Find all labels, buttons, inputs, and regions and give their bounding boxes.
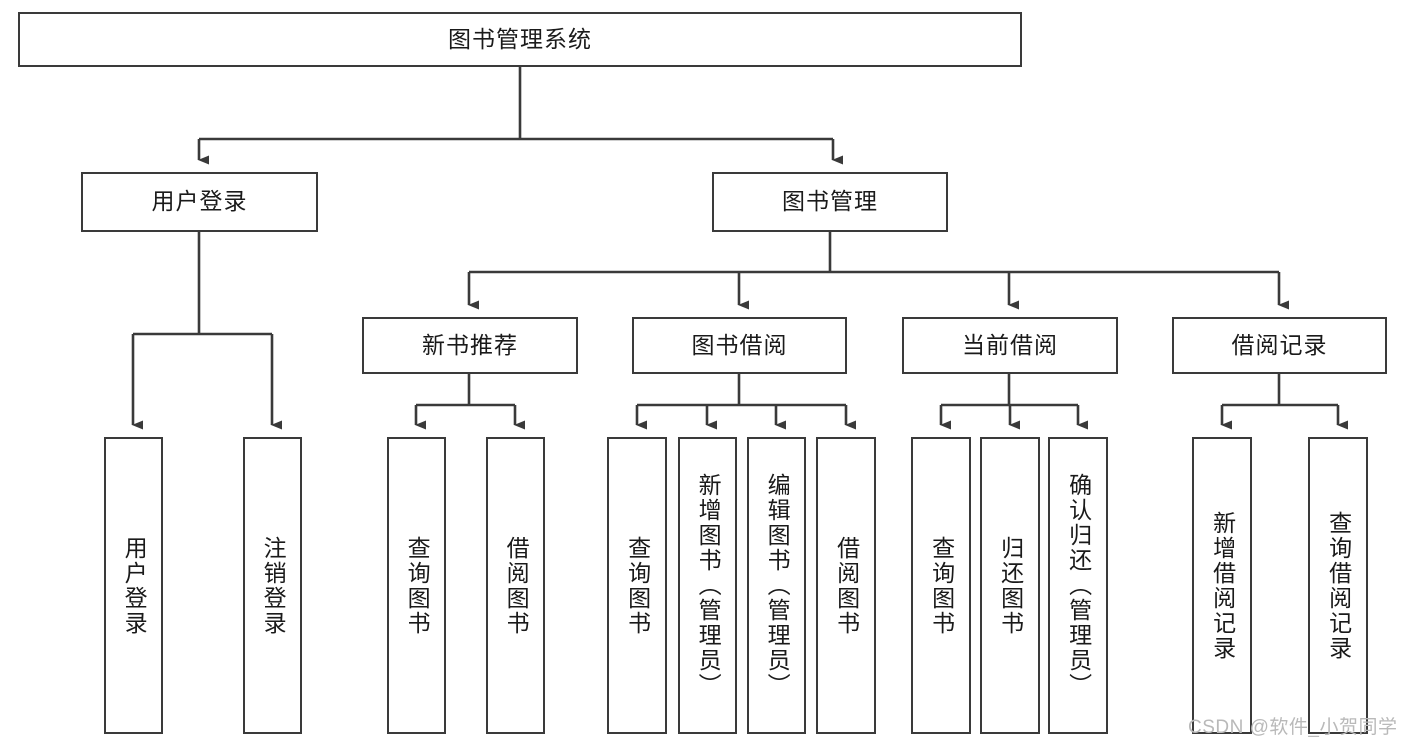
node-user-login-do[interactable]: 用户登录 <box>104 437 163 734</box>
node-current-borrow[interactable]: 当前借阅 <box>902 317 1118 374</box>
node-borrow-edit-book[interactable]: 编辑图书（管理员） <box>747 437 806 734</box>
node-recommend-borrow-book[interactable]: 借阅图书 <box>486 437 545 734</box>
node-user-logout[interactable]: 注销登录 <box>243 437 302 734</box>
node-root[interactable]: 图书管理系统 <box>18 12 1022 67</box>
node-record-query[interactable]: 查询借阅记录 <box>1308 437 1368 734</box>
node-current-return-book[interactable]: 归还图书 <box>980 437 1040 734</box>
node-current-confirm-return[interactable]: 确认归还（管理员） <box>1048 437 1108 734</box>
node-record-add[interactable]: 新增借阅记录 <box>1192 437 1252 734</box>
node-recommend-query-book[interactable]: 查询图书 <box>387 437 446 734</box>
node-new-book-recommend[interactable]: 新书推荐 <box>362 317 578 374</box>
node-user-login[interactable]: 用户登录 <box>81 172 318 232</box>
node-current-query-book[interactable]: 查询图书 <box>911 437 971 734</box>
node-borrow-query-book[interactable]: 查询图书 <box>607 437 667 734</box>
node-book-borrow[interactable]: 图书借阅 <box>632 317 847 374</box>
node-borrow-borrow-book[interactable]: 借阅图书 <box>816 437 876 734</box>
node-book-manage[interactable]: 图书管理 <box>712 172 948 232</box>
node-borrow-record[interactable]: 借阅记录 <box>1172 317 1387 374</box>
csdn-watermark: CSDN @软件_小贺同学 <box>1188 717 1398 738</box>
node-borrow-add-book[interactable]: 新增图书（管理员） <box>678 437 737 734</box>
